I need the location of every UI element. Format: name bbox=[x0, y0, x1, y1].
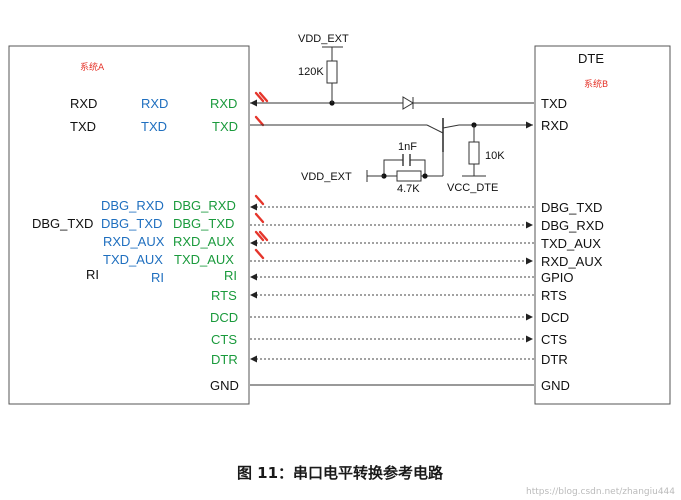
system-a-box bbox=[8, 45, 250, 405]
vdd-ext-mid-label: VDD_EXT bbox=[301, 171, 352, 183]
c-1nf-label: 1nF bbox=[398, 141, 417, 153]
inverter-mark-icon bbox=[254, 248, 265, 260]
b-gnd-label: GND bbox=[541, 378, 570, 393]
system-b-tag: 系统B bbox=[584, 78, 608, 90]
junction-dot bbox=[422, 173, 428, 179]
a-dcd-label-green: DCD bbox=[210, 310, 238, 325]
b-cts-label: CTS bbox=[541, 332, 567, 347]
b-dbg-txd-label: DBG_TXD bbox=[541, 200, 602, 215]
a-rxd-aux-label-green: RXD_AUX bbox=[173, 234, 235, 249]
r-120k-label: 120K bbox=[298, 66, 324, 78]
a-rts-label-green: RTS bbox=[211, 288, 237, 303]
figure-caption: 图 11：串口电平转换参考电路 bbox=[237, 464, 444, 482]
transistor-collector bbox=[442, 124, 460, 129]
b-rts-label: RTS bbox=[541, 288, 567, 303]
inverter-mark-icon bbox=[254, 230, 269, 242]
a-rxd-label-green: RXD bbox=[210, 96, 237, 111]
a-rxd-aux-label-blue: RXD_AUX bbox=[103, 234, 165, 249]
system-b-box bbox=[534, 45, 671, 405]
resistor-4k7-icon bbox=[396, 170, 422, 182]
system-a-tag: 系统A bbox=[80, 61, 105, 73]
inverter-mark-icon bbox=[254, 115, 265, 127]
b-dbg-rxd-label: DBG_RXD bbox=[541, 218, 604, 233]
b-dcd-label: DCD bbox=[541, 310, 569, 325]
b-gpio-label: GPIO bbox=[541, 270, 574, 285]
resistor-10k-icon bbox=[468, 141, 480, 165]
a-txd-aux-label-green: TXD_AUX bbox=[174, 252, 234, 267]
cap-branch-wire bbox=[383, 159, 426, 176]
a-txd-aux-label-blue: TXD_AUX bbox=[103, 252, 163, 267]
a-rxd-label-black: RXD bbox=[70, 96, 97, 111]
a-ri-label-green: RI bbox=[224, 268, 237, 283]
a-txd-label-blue: TXD bbox=[141, 119, 167, 134]
a-ri-label-black: RI bbox=[86, 267, 99, 282]
a-txd-label-black: TXD bbox=[70, 119, 96, 134]
r-10k-label: 10K bbox=[485, 150, 505, 162]
a-dbg-txd-label-black: DBG_TXD bbox=[32, 216, 93, 231]
b-txd-aux-label: TXD_AUX bbox=[541, 236, 601, 251]
a-dbg-txd-label-blue: DBG_TXD bbox=[101, 216, 162, 231]
resistor-120k-icon bbox=[326, 60, 338, 84]
system-b-title: DTE bbox=[578, 51, 604, 66]
b-dtr-label: DTR bbox=[541, 352, 568, 367]
a-dbg-rxd-label-blue: DBG_RXD bbox=[101, 198, 164, 213]
b-rxd-label: RXD bbox=[541, 118, 568, 133]
b-txd-label: TXD bbox=[541, 96, 567, 111]
inverter-mark-icon bbox=[254, 194, 265, 206]
transistor-emitter bbox=[426, 124, 444, 134]
vdd-ext-top-label: VDD_EXT bbox=[298, 33, 349, 45]
a-dbg-txd-label-green: DBG_TXD bbox=[173, 216, 234, 231]
a-dbg-rxd-label-green: DBG_RXD bbox=[173, 198, 236, 213]
a-cts-label-green: CTS bbox=[211, 332, 237, 347]
b-rxd-aux-label: RXD_AUX bbox=[541, 254, 603, 269]
diode-icon bbox=[402, 96, 414, 110]
a-rxd-label-blue: RXD bbox=[141, 96, 168, 111]
a-ri-label-blue: RI bbox=[151, 270, 164, 285]
a-txd-label-green: TXD bbox=[212, 119, 238, 134]
watermark: https://blog.csdn.net/zhangiu444 bbox=[526, 487, 675, 497]
inverter-mark-icon bbox=[254, 91, 269, 103]
a-dtr-label-green: DTR bbox=[211, 352, 238, 367]
inverter-mark-icon bbox=[254, 212, 265, 224]
a-gnd-label: GND bbox=[210, 378, 239, 393]
r-4k7-label: 4.7K bbox=[397, 183, 420, 195]
vcc-dte-label: VCC_DTE bbox=[447, 182, 498, 194]
